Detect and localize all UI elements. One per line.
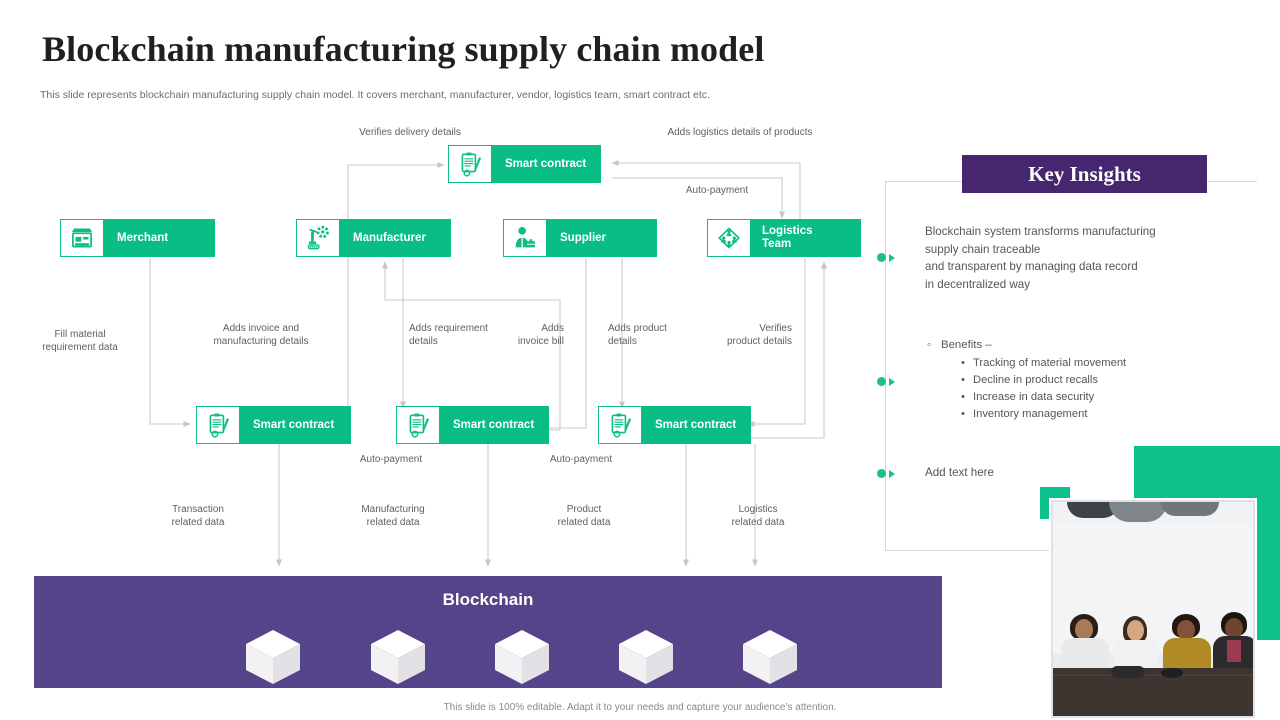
edge-label-verifies-product: Verifies product details xyxy=(726,323,792,347)
node-label-wrap: Supplier xyxy=(546,219,657,257)
edge-label-transaction-data: Transaction related data xyxy=(171,504,225,528)
bullet-marker-1 xyxy=(877,253,895,262)
bullet-triangle-icon xyxy=(889,469,895,478)
add-text-placeholder[interactable]: Add text here xyxy=(925,466,994,479)
benefit-item: • Tracking of material movement xyxy=(953,355,1126,372)
benefit-item-text: Tracking of material movement xyxy=(973,357,1127,369)
node-label: Logistics Team xyxy=(762,225,813,250)
node-label-wrap: Manufacturer xyxy=(339,219,451,257)
node-smart-contract-3[interactable]: Smart contract xyxy=(598,406,751,444)
cube-icon xyxy=(491,628,553,691)
cube-row xyxy=(34,628,942,684)
dot-bullet-icon: • xyxy=(961,408,965,420)
storefront-icon xyxy=(60,219,104,257)
cube-icon xyxy=(242,628,304,691)
node-smart-contract-2[interactable]: Smart contract xyxy=(396,406,549,444)
photo-object xyxy=(1161,668,1183,678)
bullet-triangle-icon xyxy=(889,253,895,262)
node-smart-contract-top[interactable]: Smart contract xyxy=(448,145,601,183)
node-label-wrap: Logistics Team xyxy=(750,219,861,257)
footer-note: This slide is 100% editable. Adapt it to… xyxy=(443,702,837,713)
edge-label-verifies-delivery: Verifies delivery details xyxy=(359,127,461,138)
photo-frame xyxy=(1049,498,1257,720)
edge-label-adds-logistics: Adds logistics details of products xyxy=(667,127,813,138)
node-label-wrap: Smart contract xyxy=(439,406,549,444)
network-people-icon xyxy=(707,219,751,257)
benefit-item-text: Increase in data security xyxy=(973,391,1095,403)
node-label-wrap: Smart contract xyxy=(239,406,351,444)
node-label: Smart contract xyxy=(453,418,535,431)
photo-lamp-icon xyxy=(1067,502,1119,518)
node-label: Smart contract xyxy=(505,157,587,170)
bullet-dot-icon xyxy=(877,253,886,262)
node-manufacturer[interactable]: Manufacturer xyxy=(296,219,451,257)
benefit-item: • Increase in data security xyxy=(953,389,1094,406)
person-briefcase-icon xyxy=(503,219,547,257)
edge-label-product-data: Product related data xyxy=(557,504,611,528)
dot-bullet-icon: • xyxy=(961,374,965,386)
cube-icon xyxy=(739,628,801,691)
edge-label-auto-payment-top: Auto-payment xyxy=(685,185,749,196)
benefits-heading-text: Benefits – xyxy=(941,339,992,351)
contract-clipboard-icon xyxy=(396,406,440,444)
bullet-dot-icon xyxy=(877,469,886,478)
edge-label-manufacturing-data: Manufacturing related data xyxy=(361,504,425,528)
edge-label-auto-payment-1: Auto-payment xyxy=(359,454,423,465)
factory-robot-icon xyxy=(296,219,340,257)
contract-clipboard-icon xyxy=(196,406,240,444)
bullet-triangle-icon xyxy=(889,377,895,386)
key-insights-header: Key Insights xyxy=(962,155,1207,193)
bullet-marker-2 xyxy=(877,377,895,386)
edge-label-adds-invoice-manufacturing: Adds invoice and manufacturing details xyxy=(213,323,309,347)
dot-bullet-icon: • xyxy=(961,357,965,369)
node-label-wrap: Merchant xyxy=(103,219,215,257)
page-title: Blockchain manufacturing supply chain mo… xyxy=(42,29,765,69)
photo-lamp-icon xyxy=(1161,502,1219,516)
blockchain-band-title: Blockchain xyxy=(442,590,534,609)
photo-lamp-icon xyxy=(1109,502,1167,522)
photo-table xyxy=(1053,668,1253,716)
node-label: Merchant xyxy=(117,231,169,244)
node-merchant[interactable]: Merchant xyxy=(60,219,215,257)
node-label: Supplier xyxy=(560,231,607,244)
node-label-wrap: Smart contract xyxy=(641,406,751,444)
benefit-item-text: Inventory management xyxy=(973,408,1088,420)
contract-clipboard-icon xyxy=(598,406,642,444)
cube-icon xyxy=(367,628,429,691)
node-label: Manufacturer xyxy=(353,231,426,244)
key-insights-title: Key Insights xyxy=(1028,161,1141,186)
conference-photo xyxy=(1053,502,1253,716)
edge-label-auto-payment-2: Auto-payment xyxy=(549,454,613,465)
page-subtitle: This slide represents blockchain manufac… xyxy=(40,89,710,101)
key-insights-body: Blockchain system transforms manufacturi… xyxy=(877,205,1280,535)
node-label: Smart contract xyxy=(253,418,335,431)
key-insights-paragraph: Blockchain system transforms manufacturi… xyxy=(925,225,1156,291)
dot-bullet-icon: • xyxy=(961,391,965,403)
bullet-marker-3 xyxy=(877,469,895,478)
photo-person xyxy=(1061,614,1109,678)
benefit-item: • Inventory management xyxy=(953,406,1087,423)
edge-label-adds-invoice-bill: Adds invoice bill xyxy=(517,323,564,347)
edge-label-logistics-data: Logistics related data xyxy=(731,504,785,528)
node-supplier[interactable]: Supplier xyxy=(503,219,657,257)
blockchain-band: Blockchain xyxy=(34,576,942,688)
benefit-item-text: Decline in product recalls xyxy=(973,374,1098,386)
benefit-item: • Decline in product recalls xyxy=(953,372,1098,389)
node-logistics-team[interactable]: Logistics Team xyxy=(707,219,861,257)
contract-clipboard-icon xyxy=(448,145,492,183)
node-label: Smart contract xyxy=(655,418,737,431)
bullet-dot-icon xyxy=(877,377,886,386)
photo-conference-phone xyxy=(1111,666,1145,678)
edge-label-fill-material: Fill material requirement data xyxy=(42,329,118,353)
photo-person xyxy=(1213,612,1253,676)
node-smart-contract-1[interactable]: Smart contract xyxy=(196,406,351,444)
cube-icon xyxy=(615,628,677,691)
photo-person xyxy=(1163,614,1211,678)
circle-bullet-icon: ◦ xyxy=(927,339,932,351)
node-label-wrap: Smart contract xyxy=(491,145,601,183)
benefits-heading: ◦ Benefits – xyxy=(927,337,992,354)
edge-label-adds-requirement: Adds requirement details xyxy=(409,323,488,347)
edge-label-adds-product: Adds product details xyxy=(608,323,667,347)
